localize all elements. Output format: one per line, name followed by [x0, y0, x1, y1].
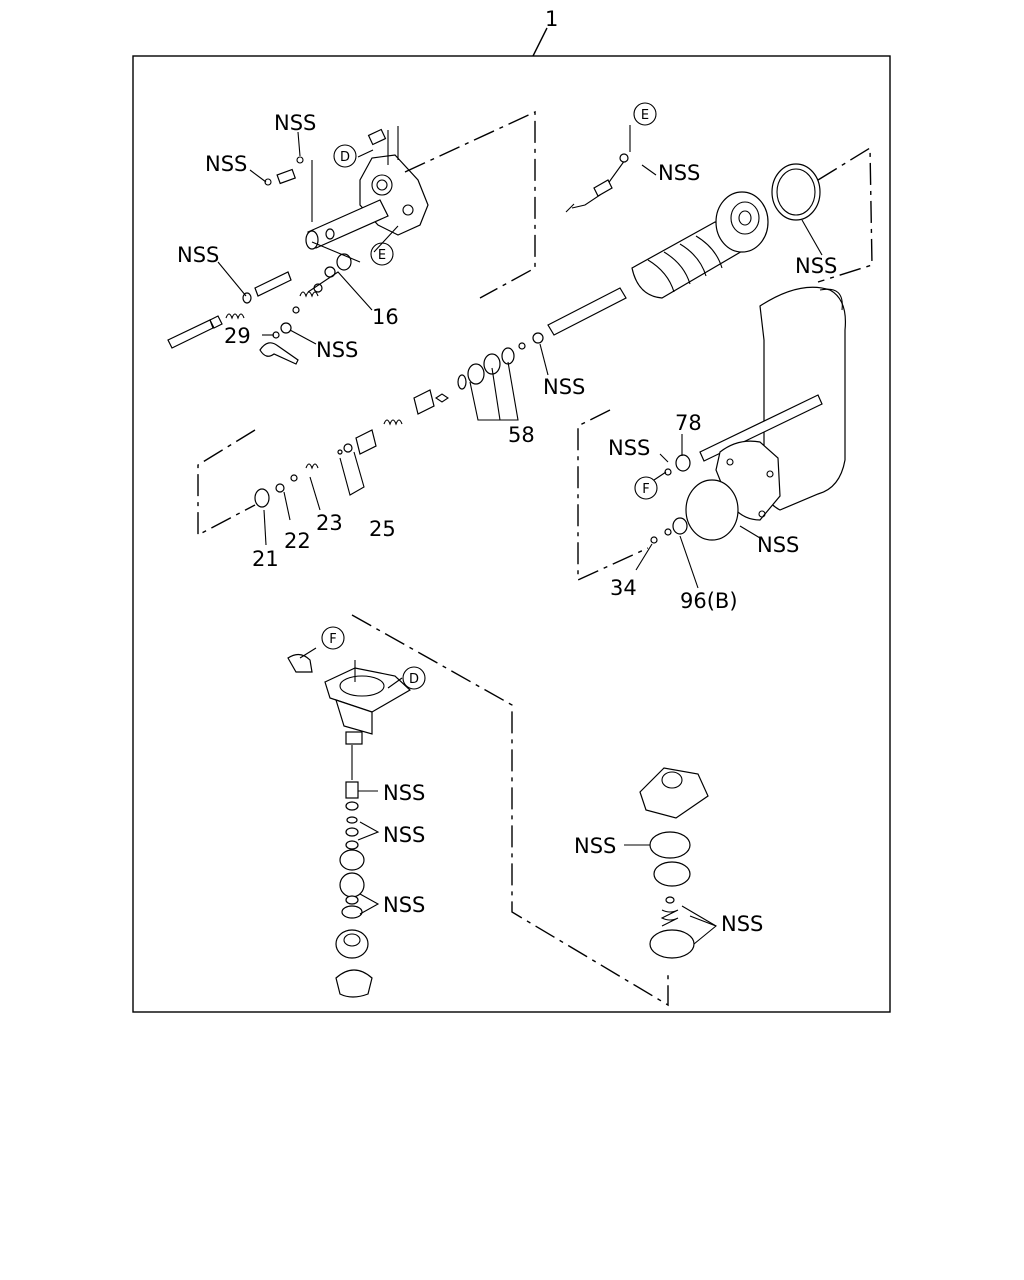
ref-circle-f-mid: F [634, 476, 658, 500]
middle-rod-parts [254, 332, 544, 508]
leader-lines [217, 131, 823, 945]
label-nss-8: NSS [608, 436, 650, 460]
wire-harness [565, 125, 631, 213]
label-nss-4: NSS [177, 243, 219, 267]
svg-text:F: F [642, 482, 649, 497]
label-part-22: 22 [284, 529, 311, 553]
ref-circle-f-bottom: F [321, 626, 345, 650]
boot-and-rod [547, 163, 821, 336]
lower-right-stack [639, 767, 709, 959]
svg-text:E: E [378, 248, 386, 263]
assembly-frame [132, 55, 891, 1013]
svg-text:F: F [329, 632, 336, 647]
label-nss-12: NSS [574, 834, 616, 858]
label-part-34: 34 [610, 576, 637, 600]
ref-circle-e-mid: E [370, 242, 394, 266]
left-piston-parts [167, 241, 361, 365]
label-nss-11: NSS [383, 823, 425, 847]
label-nss-3: NSS [658, 161, 700, 185]
valve-body [264, 126, 429, 250]
assembly-label: 1 [545, 7, 558, 31]
label-part-23: 23 [316, 511, 343, 535]
ref-circle-d-bottom: D [402, 666, 426, 690]
svg-text:D: D [409, 672, 419, 687]
label-part-96b: 96(B) [680, 589, 738, 613]
label-part-21: 21 [252, 547, 279, 571]
ref-circle-e-top: E [633, 102, 657, 126]
label-part-58: 58 [508, 423, 535, 447]
label-nss-6: NSS [316, 338, 358, 362]
label-nss-10: NSS [383, 781, 425, 805]
label-nss-1: NSS [274, 111, 316, 135]
label-nss-14: NSS [721, 912, 763, 936]
cylinder-assembly [650, 286, 847, 544]
label-nss-5: NSS [795, 254, 837, 278]
ref-circle-d-top: D [333, 144, 357, 168]
svg-text:E: E [641, 108, 649, 123]
lower-valve-stack [287, 653, 412, 998]
label-part-25: 25 [369, 517, 396, 541]
label-nss-9: NSS [757, 533, 799, 557]
label-part-78: 78 [675, 411, 702, 435]
label-nss-2: NSS [205, 152, 247, 176]
label-nss-7: NSS [543, 375, 585, 399]
label-part-29: 29 [224, 324, 251, 348]
svg-text:D: D [340, 150, 350, 165]
label-part-16: 16 [372, 305, 399, 329]
label-nss-13: NSS [383, 893, 425, 917]
